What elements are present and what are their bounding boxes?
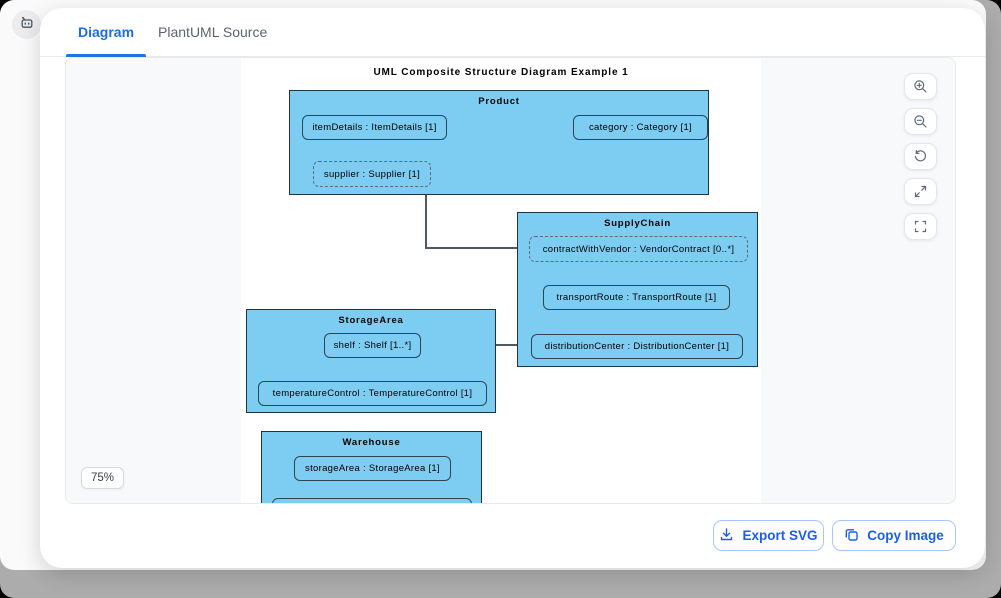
struct-storagearea: StorageArea shelf : Shelf [1..*] tempera… bbox=[246, 309, 496, 413]
part-clipped bbox=[272, 498, 472, 503]
download-icon bbox=[719, 527, 734, 545]
zoom-out-button[interactable] bbox=[904, 108, 937, 135]
struct-supplychain: SupplyChain contractWithVendor : VendorC… bbox=[517, 212, 758, 367]
export-svg-label: Export SVG bbox=[742, 528, 818, 543]
reset-view-button[interactable] bbox=[904, 143, 937, 170]
part-category: category : Category [1] bbox=[573, 115, 708, 140]
part-shelf: shelf : Shelf [1..*] bbox=[324, 333, 421, 358]
connector-supplier-horizontal bbox=[425, 247, 529, 249]
copy-image-label: Copy Image bbox=[867, 528, 944, 543]
zoom-in-button[interactable] bbox=[904, 73, 937, 100]
zoom-in-icon bbox=[913, 79, 928, 94]
diagram-title: UML Composite Structure Diagram Example … bbox=[373, 67, 629, 78]
part-itemdetails: itemDetails : ItemDetails [1] bbox=[302, 115, 447, 140]
part-supplier: supplier : Supplier [1] bbox=[313, 161, 431, 187]
connector-supplier-vertical bbox=[425, 188, 427, 248]
part-transportroute: transportRoute : TransportRoute [1] bbox=[543, 285, 730, 310]
part-distributioncenter: distributionCenter : DistributionCenter … bbox=[531, 334, 743, 359]
struct-storagearea-name: StorageArea bbox=[338, 315, 404, 326]
struct-warehouse: Warehouse storageArea : StorageArea [1] bbox=[261, 431, 482, 503]
tab-plantuml-source[interactable]: PlantUML Source bbox=[158, 24, 268, 40]
copy-icon bbox=[844, 527, 859, 545]
part-storagearea-ref: storageArea : StorageArea [1] bbox=[294, 456, 451, 481]
zoom-out-icon bbox=[913, 114, 928, 129]
tab-bar: Diagram PlantUML Source bbox=[40, 8, 985, 57]
tab-diagram[interactable]: Diagram bbox=[66, 8, 147, 57]
fit-to-screen-button[interactable] bbox=[904, 213, 937, 240]
assistant-robot-button[interactable] bbox=[12, 10, 41, 39]
struct-product: Product itemDetails : ItemDetails [1] ca… bbox=[289, 90, 709, 195]
part-temperaturecontrol: temperatureControl : TemperatureControl … bbox=[258, 381, 487, 406]
diagram-viewport[interactable]: UML Composite Structure Diagram Example … bbox=[65, 57, 956, 504]
reset-icon bbox=[913, 149, 928, 164]
robot-icon bbox=[19, 15, 35, 34]
export-svg-button[interactable]: Export SVG bbox=[713, 520, 824, 551]
expand-icon bbox=[913, 184, 928, 199]
expand-button[interactable] bbox=[904, 178, 937, 205]
main-card: Diagram PlantUML Source UML Composite St… bbox=[40, 8, 985, 568]
fit-to-screen-icon bbox=[913, 219, 928, 234]
struct-product-name: Product bbox=[478, 96, 520, 107]
app-window: Diagram PlantUML Source UML Composite St… bbox=[0, 0, 986, 570]
struct-warehouse-name: Warehouse bbox=[342, 437, 401, 448]
copy-image-button[interactable]: Copy Image bbox=[832, 520, 956, 551]
zoom-controls bbox=[904, 73, 937, 240]
part-contractwithvendor: contractWithVendor : VendorContract [0..… bbox=[529, 236, 748, 262]
struct-supplychain-name: SupplyChain bbox=[604, 218, 671, 229]
diagram-canvas: UML Composite Structure Diagram Example … bbox=[241, 58, 761, 503]
zoom-level-badge: 75% bbox=[81, 467, 125, 489]
